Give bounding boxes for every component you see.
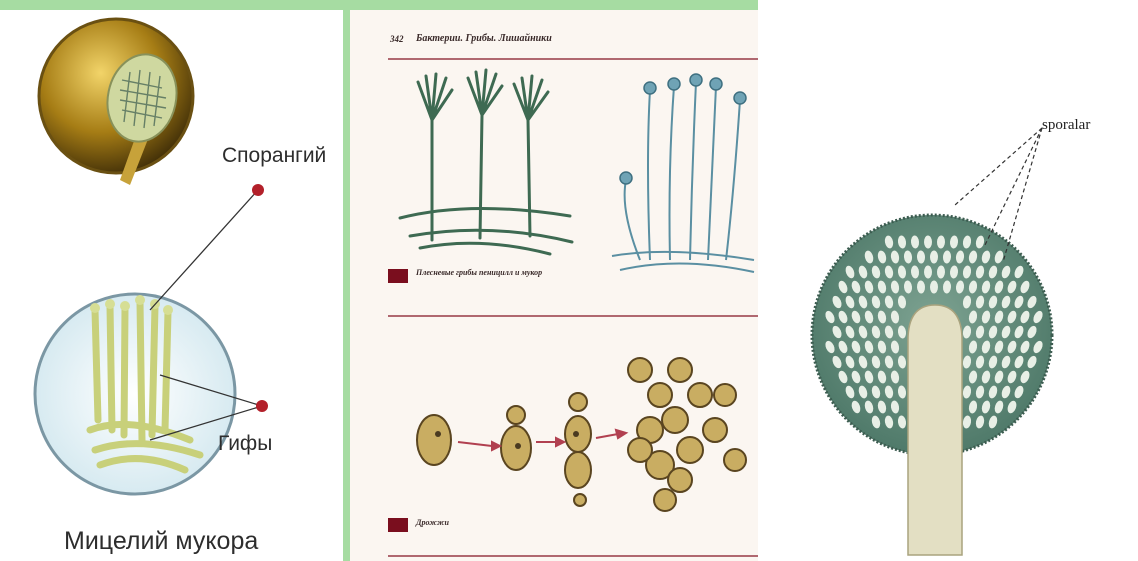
columella-stalk	[908, 305, 962, 555]
spores-label: sporalar	[1042, 117, 1090, 134]
